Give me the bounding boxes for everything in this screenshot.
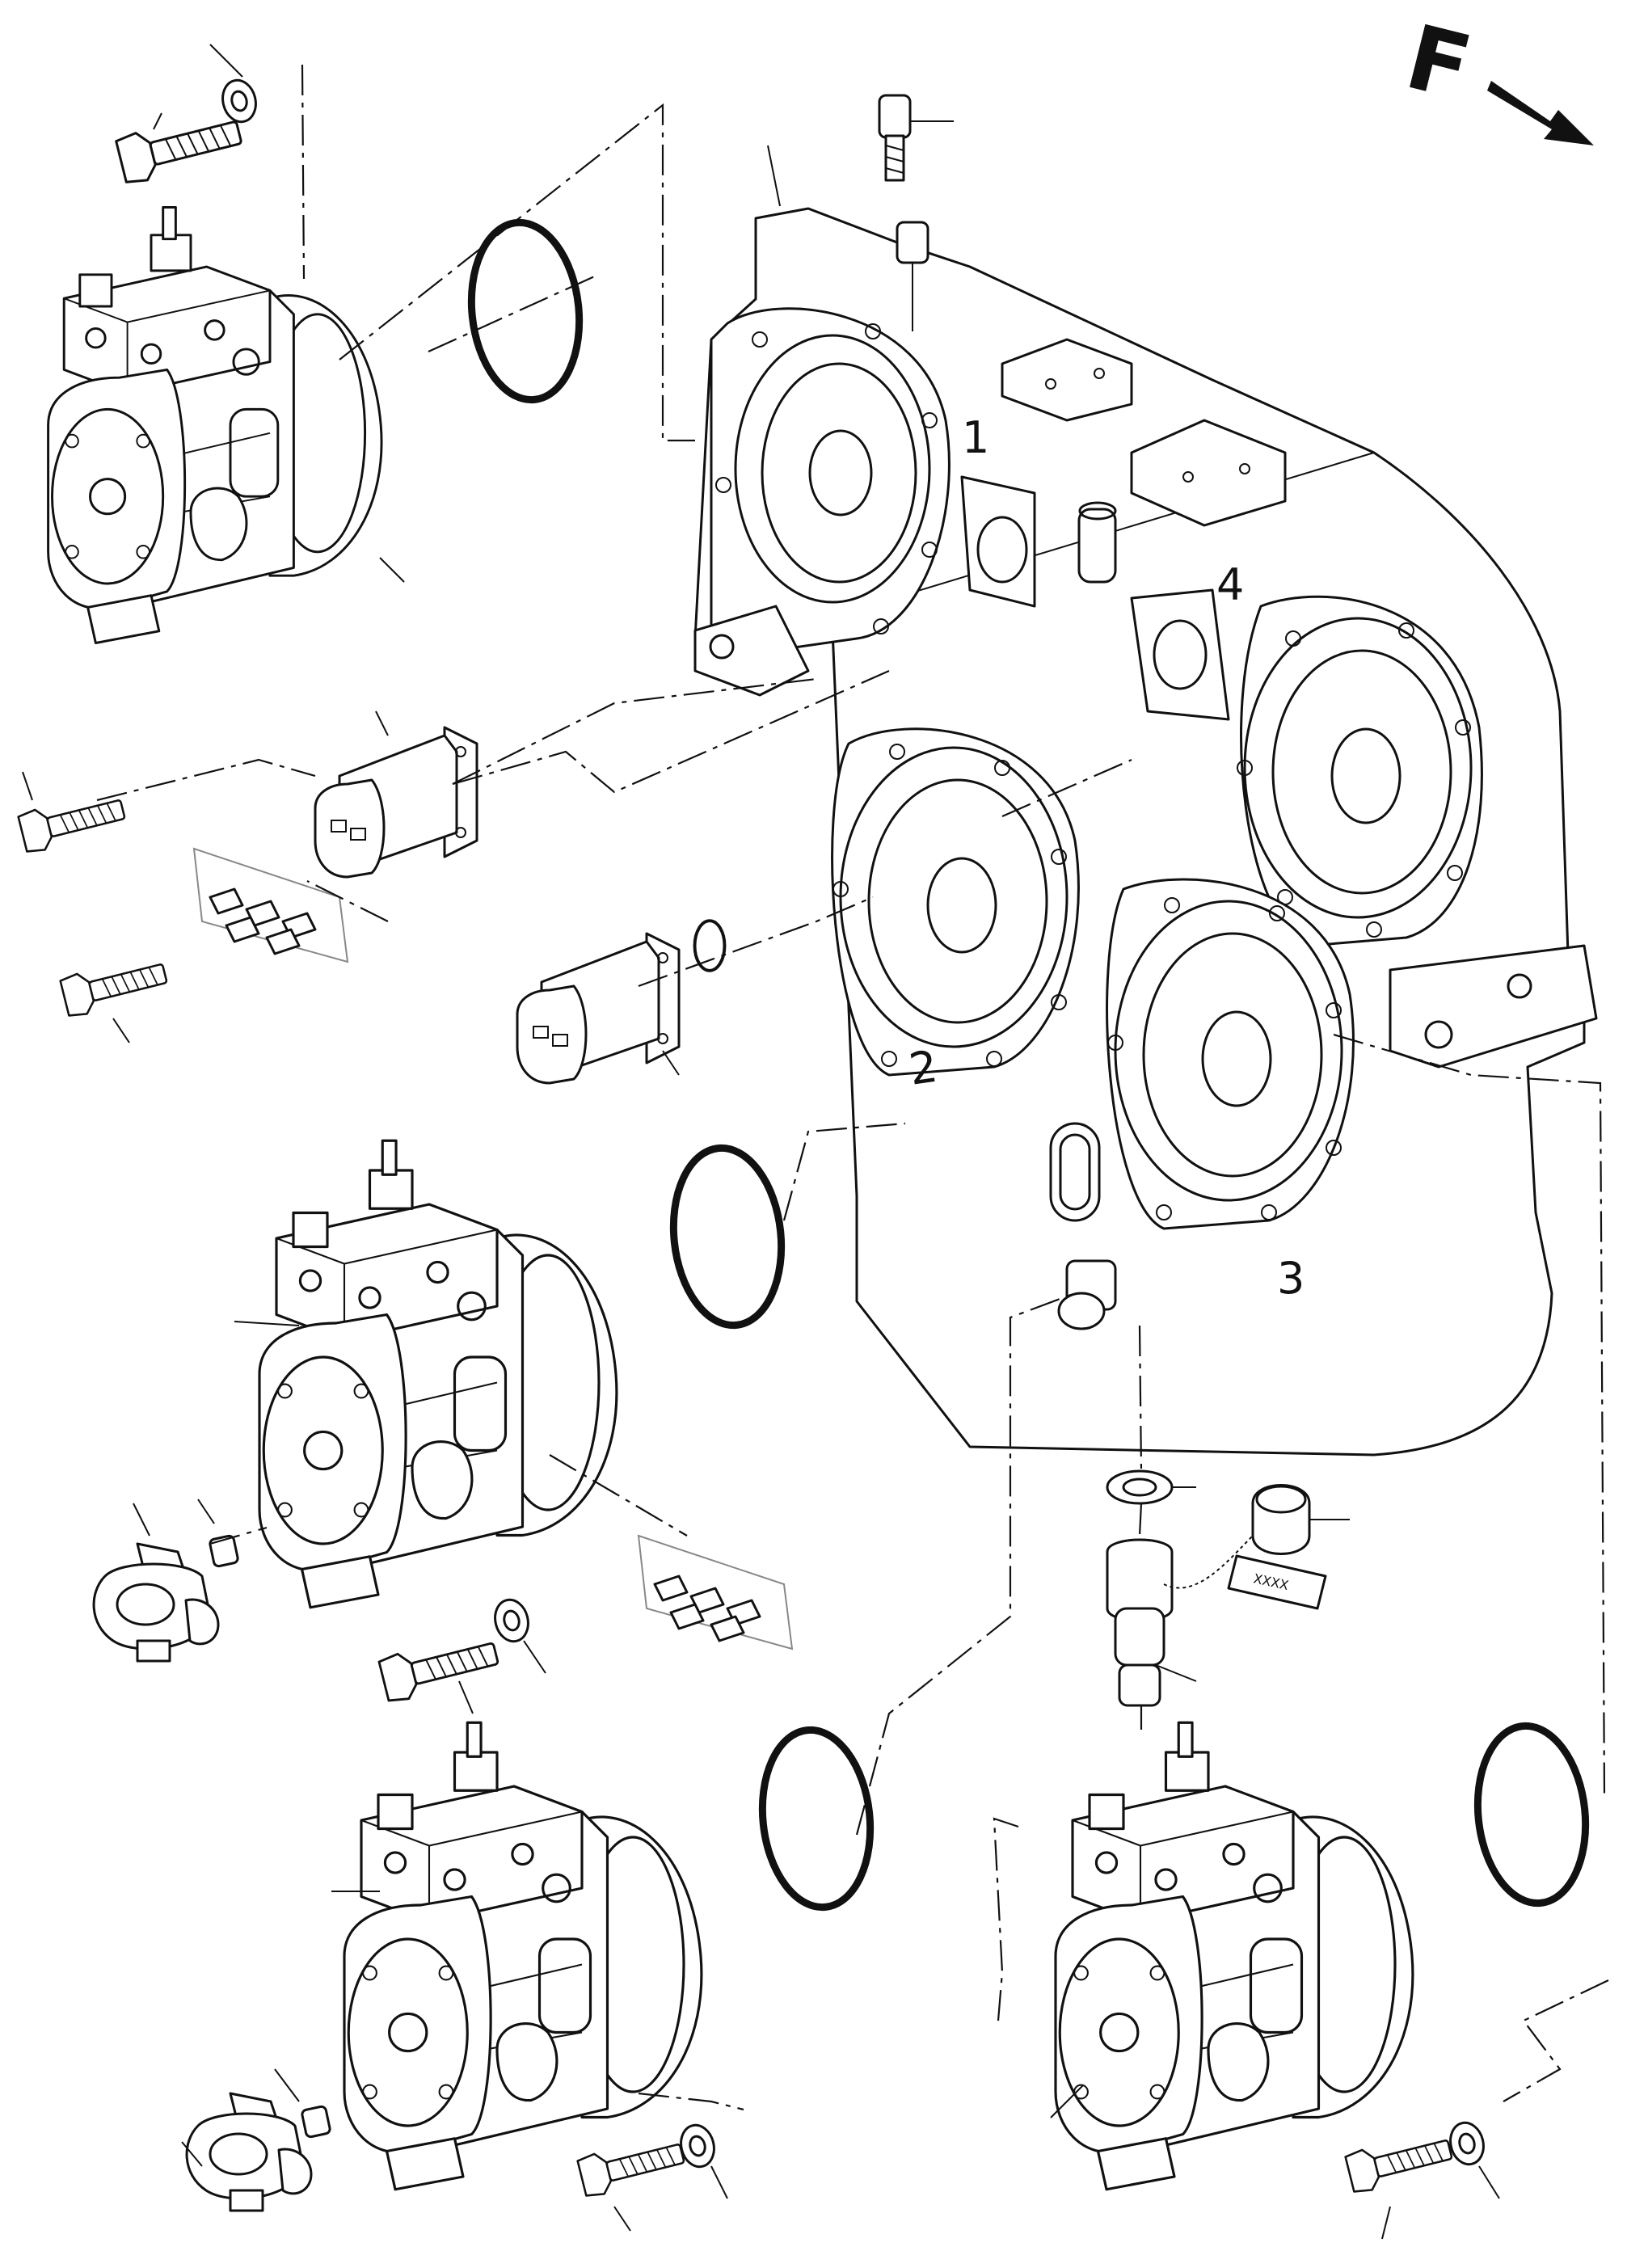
o-ring-2 xyxy=(665,1143,790,1331)
port-1-flange: 1 xyxy=(710,307,1036,656)
o-ring-1 xyxy=(463,217,588,406)
direction-arrow-icon xyxy=(1487,81,1594,145)
bolt-4 xyxy=(377,1629,503,1705)
gear-pump-2 xyxy=(185,2092,313,2212)
port-label-1: 1 xyxy=(962,412,989,463)
hydraulic-motor-1 xyxy=(314,726,478,879)
hydraulic-pump-4 xyxy=(1054,1721,1414,2191)
leader-lines xyxy=(22,44,1500,2240)
port-4-flange: 4 xyxy=(1130,559,1483,947)
gear-pump-1 xyxy=(92,1542,220,1663)
bolt-1 xyxy=(114,107,247,187)
port-2-flange: 2 xyxy=(831,727,1080,1095)
washer-4 xyxy=(1444,2118,1490,2169)
id-tag: XXXX xyxy=(1227,1554,1327,1610)
alignment-lines xyxy=(96,64,1609,2111)
direction-letter: F xyxy=(1397,5,1481,120)
port-label-4: 4 xyxy=(1216,559,1244,610)
o-ring-3 xyxy=(754,1725,879,1913)
o-ring-4 xyxy=(1469,1721,1594,1909)
valve-plate-2 xyxy=(637,1534,794,1650)
coupling-1 xyxy=(209,1534,239,1568)
dust-cap xyxy=(1251,1484,1311,1555)
gearbox-housing: 1 4 2 xyxy=(693,94,1598,1456)
bolt-2 xyxy=(16,788,129,856)
direction-marker: F xyxy=(1397,5,1594,145)
hydraulic-pump-3 xyxy=(343,1721,703,2191)
drain-fitting-assembly: XXXX xyxy=(1106,1469,1327,1707)
port-3-flange: 3 xyxy=(1106,878,1355,1304)
bolt-6 xyxy=(1343,2128,1456,2196)
hydraulic-motor-2 xyxy=(516,932,681,1085)
hydraulic-pump-1 xyxy=(47,206,383,644)
washer-2 xyxy=(489,1595,534,1646)
port-label-3: 3 xyxy=(1277,1253,1305,1304)
breather-cap xyxy=(878,94,954,182)
o-ring-small xyxy=(693,919,727,972)
bolt-3 xyxy=(58,952,171,1020)
washer-1 xyxy=(217,75,262,127)
hydraulic-pump-2 xyxy=(258,1139,618,1609)
bolt-5 xyxy=(575,2132,689,2200)
coupling-2 xyxy=(301,2105,331,2139)
